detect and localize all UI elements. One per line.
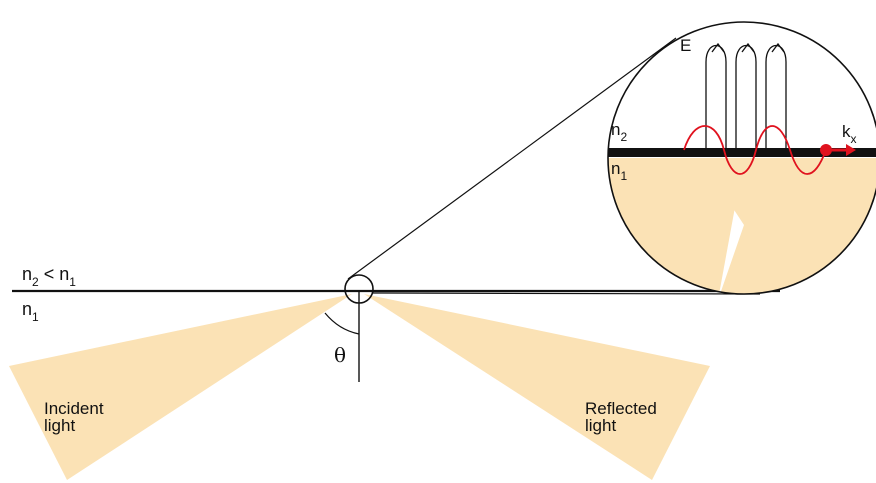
zoom-inset-circle [607, 21, 876, 295]
inset-n1-sub: 1 [620, 169, 628, 183]
incident-light-label: Incident light [44, 399, 104, 435]
inset-n2-n: n [611, 120, 621, 139]
zoom-tangent-upper [347, 37, 677, 280]
inset-gap-fill [700, 158, 790, 294]
wavevector-arrow-head [846, 144, 856, 156]
inset-n1-n: n [611, 159, 621, 178]
inset-n2-sub: 2 [620, 130, 628, 144]
n1-main-n: n [22, 299, 33, 319]
n1-main-sub: 1 [32, 310, 39, 324]
inset-interface [608, 148, 876, 157]
zoom-source-circle [344, 274, 374, 304]
inset-n1-label: n1 [611, 159, 627, 182]
medium-relation-label: n2 < n1 [22, 264, 76, 288]
angle-arc [324, 312, 360, 335]
inset-content [608, 22, 876, 294]
incident-beam [9, 294, 352, 480]
n2-main-n: n [22, 264, 33, 284]
n1-main-n-after: n [59, 264, 70, 284]
relation-symbol: < [43, 264, 55, 284]
n1-main-label: n1 [22, 299, 39, 323]
wavevector-label: kx [842, 122, 857, 145]
n2-main-sub: 2 [32, 275, 39, 289]
zoom-tangent-lower [371, 292, 761, 295]
wavevector-k: k [842, 122, 851, 141]
n1-main-sub-after: 1 [69, 275, 76, 289]
inset-n2-label: n2 [611, 120, 627, 143]
evanescent-wave [683, 125, 827, 175]
field-lines [705, 42, 787, 150]
field-label: E [680, 36, 692, 55]
reflected-beam [364, 294, 710, 480]
wavevector-sub: x [850, 132, 857, 146]
theta-label: θ [334, 343, 347, 367]
reflected-light-label: Reflected light [585, 399, 657, 435]
